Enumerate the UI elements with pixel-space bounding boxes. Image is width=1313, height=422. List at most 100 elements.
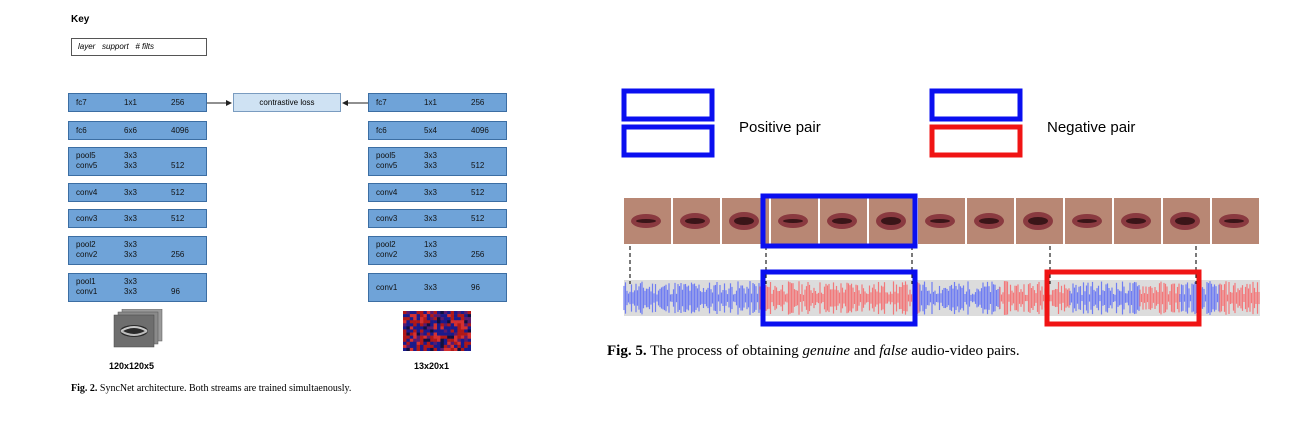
- mfcc-cell: [447, 317, 451, 321]
- mfcc-cell: [426, 347, 431, 351]
- mfcc-cell: [450, 341, 455, 346]
- mfcc-cell: [416, 338, 421, 343]
- video-frame: [1016, 198, 1063, 244]
- mfcc-cell: [426, 335, 431, 339]
- mfcc-cell: [457, 332, 462, 336]
- mfcc-cell: [440, 344, 445, 349]
- layer-support: 3x3: [424, 161, 437, 170]
- layer-support: 3x3: [124, 240, 137, 249]
- mfcc-cell: [406, 323, 411, 327]
- mfcc-cell: [420, 320, 424, 324]
- mfcc-cell: [447, 347, 451, 351]
- mfcc-cell: [409, 341, 414, 346]
- key-title: Key: [71, 14, 90, 25]
- mfcc-cell: [457, 347, 462, 351]
- mfcc-cell: [403, 338, 407, 343]
- layer-filters: 4096: [171, 125, 189, 135]
- audio-waveform: [623, 281, 1260, 315]
- layer-name: conv5: [76, 161, 98, 170]
- video-frame: [1114, 198, 1161, 244]
- mfcc-cell: [437, 341, 441, 346]
- fig2-caption-text: SyncNet architecture. Both streams are t…: [99, 383, 352, 394]
- mfcc-cell: [426, 341, 431, 346]
- layer-support: 5x4: [424, 125, 437, 135]
- mfcc-cell: [450, 320, 455, 324]
- mfcc-cell: [460, 332, 465, 336]
- mfcc-cell: [423, 320, 428, 324]
- mfcc-cell: [447, 341, 451, 346]
- mfcc-cell: [409, 326, 414, 330]
- mfcc-cell: [433, 326, 438, 330]
- mfcc-cell: [416, 329, 421, 333]
- mfcc-cell: [403, 347, 407, 351]
- layer-name: conv2: [76, 250, 98, 259]
- mfcc-cell: [457, 338, 462, 343]
- mfcc-cell: [430, 314, 434, 318]
- mfcc-cell: [467, 320, 471, 324]
- mfcc-cell: [416, 314, 421, 318]
- mfcc-cell: [423, 323, 428, 327]
- mfcc-cell: [464, 338, 468, 343]
- mfcc-cell: [447, 323, 451, 327]
- mfcc-cell: [423, 344, 428, 349]
- mfcc-cell: [426, 326, 431, 330]
- video-frame: [1065, 198, 1112, 244]
- mfcc-cell: [440, 338, 445, 343]
- mfcc-cell: [447, 332, 451, 336]
- mfcc-cell: [437, 314, 441, 318]
- mfcc-cell: [437, 335, 441, 339]
- mfcc-cell: [447, 338, 451, 343]
- loss-arrows: [207, 100, 368, 106]
- mfcc-cell: [433, 317, 438, 321]
- mfcc-cell: [454, 314, 458, 318]
- mfcc-cell: [450, 317, 455, 321]
- mfcc-cell: [447, 311, 451, 315]
- mfcc-cell: [416, 344, 421, 349]
- mfcc-cell: [426, 314, 431, 318]
- mfcc-cell: [406, 314, 411, 318]
- mfcc-cell: [416, 320, 421, 324]
- mfcc-cell: [464, 344, 468, 349]
- mfcc-cell: [430, 320, 434, 324]
- mfcc-cell: [450, 314, 455, 318]
- mfcc-cell: [423, 332, 428, 336]
- mfcc-cell: [440, 347, 445, 351]
- mfcc-cell: [454, 344, 458, 349]
- mfcc-cell: [430, 317, 434, 321]
- mfcc-cell: [460, 338, 465, 343]
- mfcc-cell: [403, 329, 407, 333]
- mfcc-cell: [403, 335, 407, 339]
- mfcc-input: [403, 311, 471, 351]
- mfcc-cell: [420, 323, 424, 327]
- layer-name: pool2: [76, 240, 96, 249]
- mfcc-cell: [413, 311, 417, 315]
- mfcc-cell: [447, 335, 451, 339]
- negative-audio-box: [1044, 269, 1202, 327]
- mfcc-cell: [450, 338, 455, 343]
- mfcc-cell: [413, 320, 417, 324]
- mfcc-cell: [457, 311, 462, 315]
- mfcc-cell: [464, 347, 468, 351]
- mfcc-cell: [416, 323, 421, 327]
- mfcc-cell: [426, 344, 431, 349]
- mfcc-cell: [454, 311, 458, 315]
- mfcc-cell: [423, 314, 428, 318]
- mfcc-cell: [420, 329, 424, 333]
- mfcc-cell: [447, 329, 451, 333]
- mfcc-cell: [457, 326, 462, 330]
- layer-support: 3x3: [424, 151, 437, 160]
- layer-support: 1x1: [124, 97, 137, 107]
- layer-support: 1x1: [424, 97, 437, 107]
- layer-name: pool5: [76, 151, 96, 160]
- layer-support: 3x3: [424, 213, 437, 223]
- mfcc-cell: [450, 323, 455, 327]
- mfcc-cell: [430, 347, 434, 351]
- layer-name: pool5: [376, 151, 396, 160]
- mfcc-cell: [460, 323, 465, 327]
- mfcc-cell: [467, 347, 471, 351]
- mfcc-cell: [450, 329, 455, 333]
- mfcc-cell: [460, 347, 465, 351]
- mfcc-cell: [467, 341, 471, 346]
